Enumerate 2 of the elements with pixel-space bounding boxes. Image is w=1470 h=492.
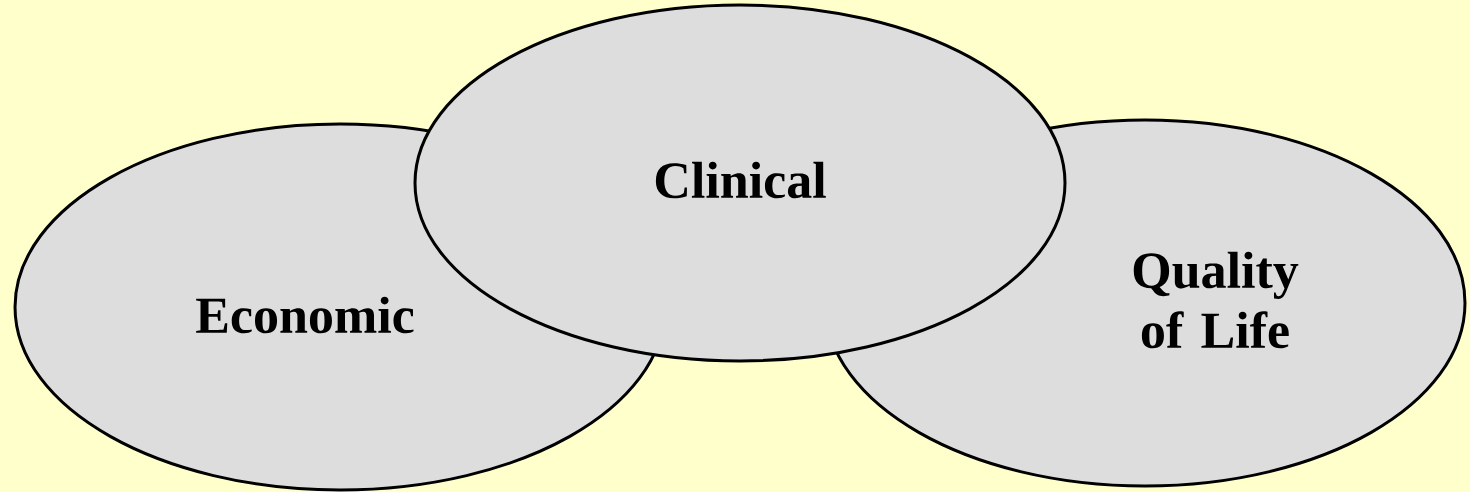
node-label: Economic [196,296,414,334]
node-label: Quality of Life [1133,251,1299,349]
